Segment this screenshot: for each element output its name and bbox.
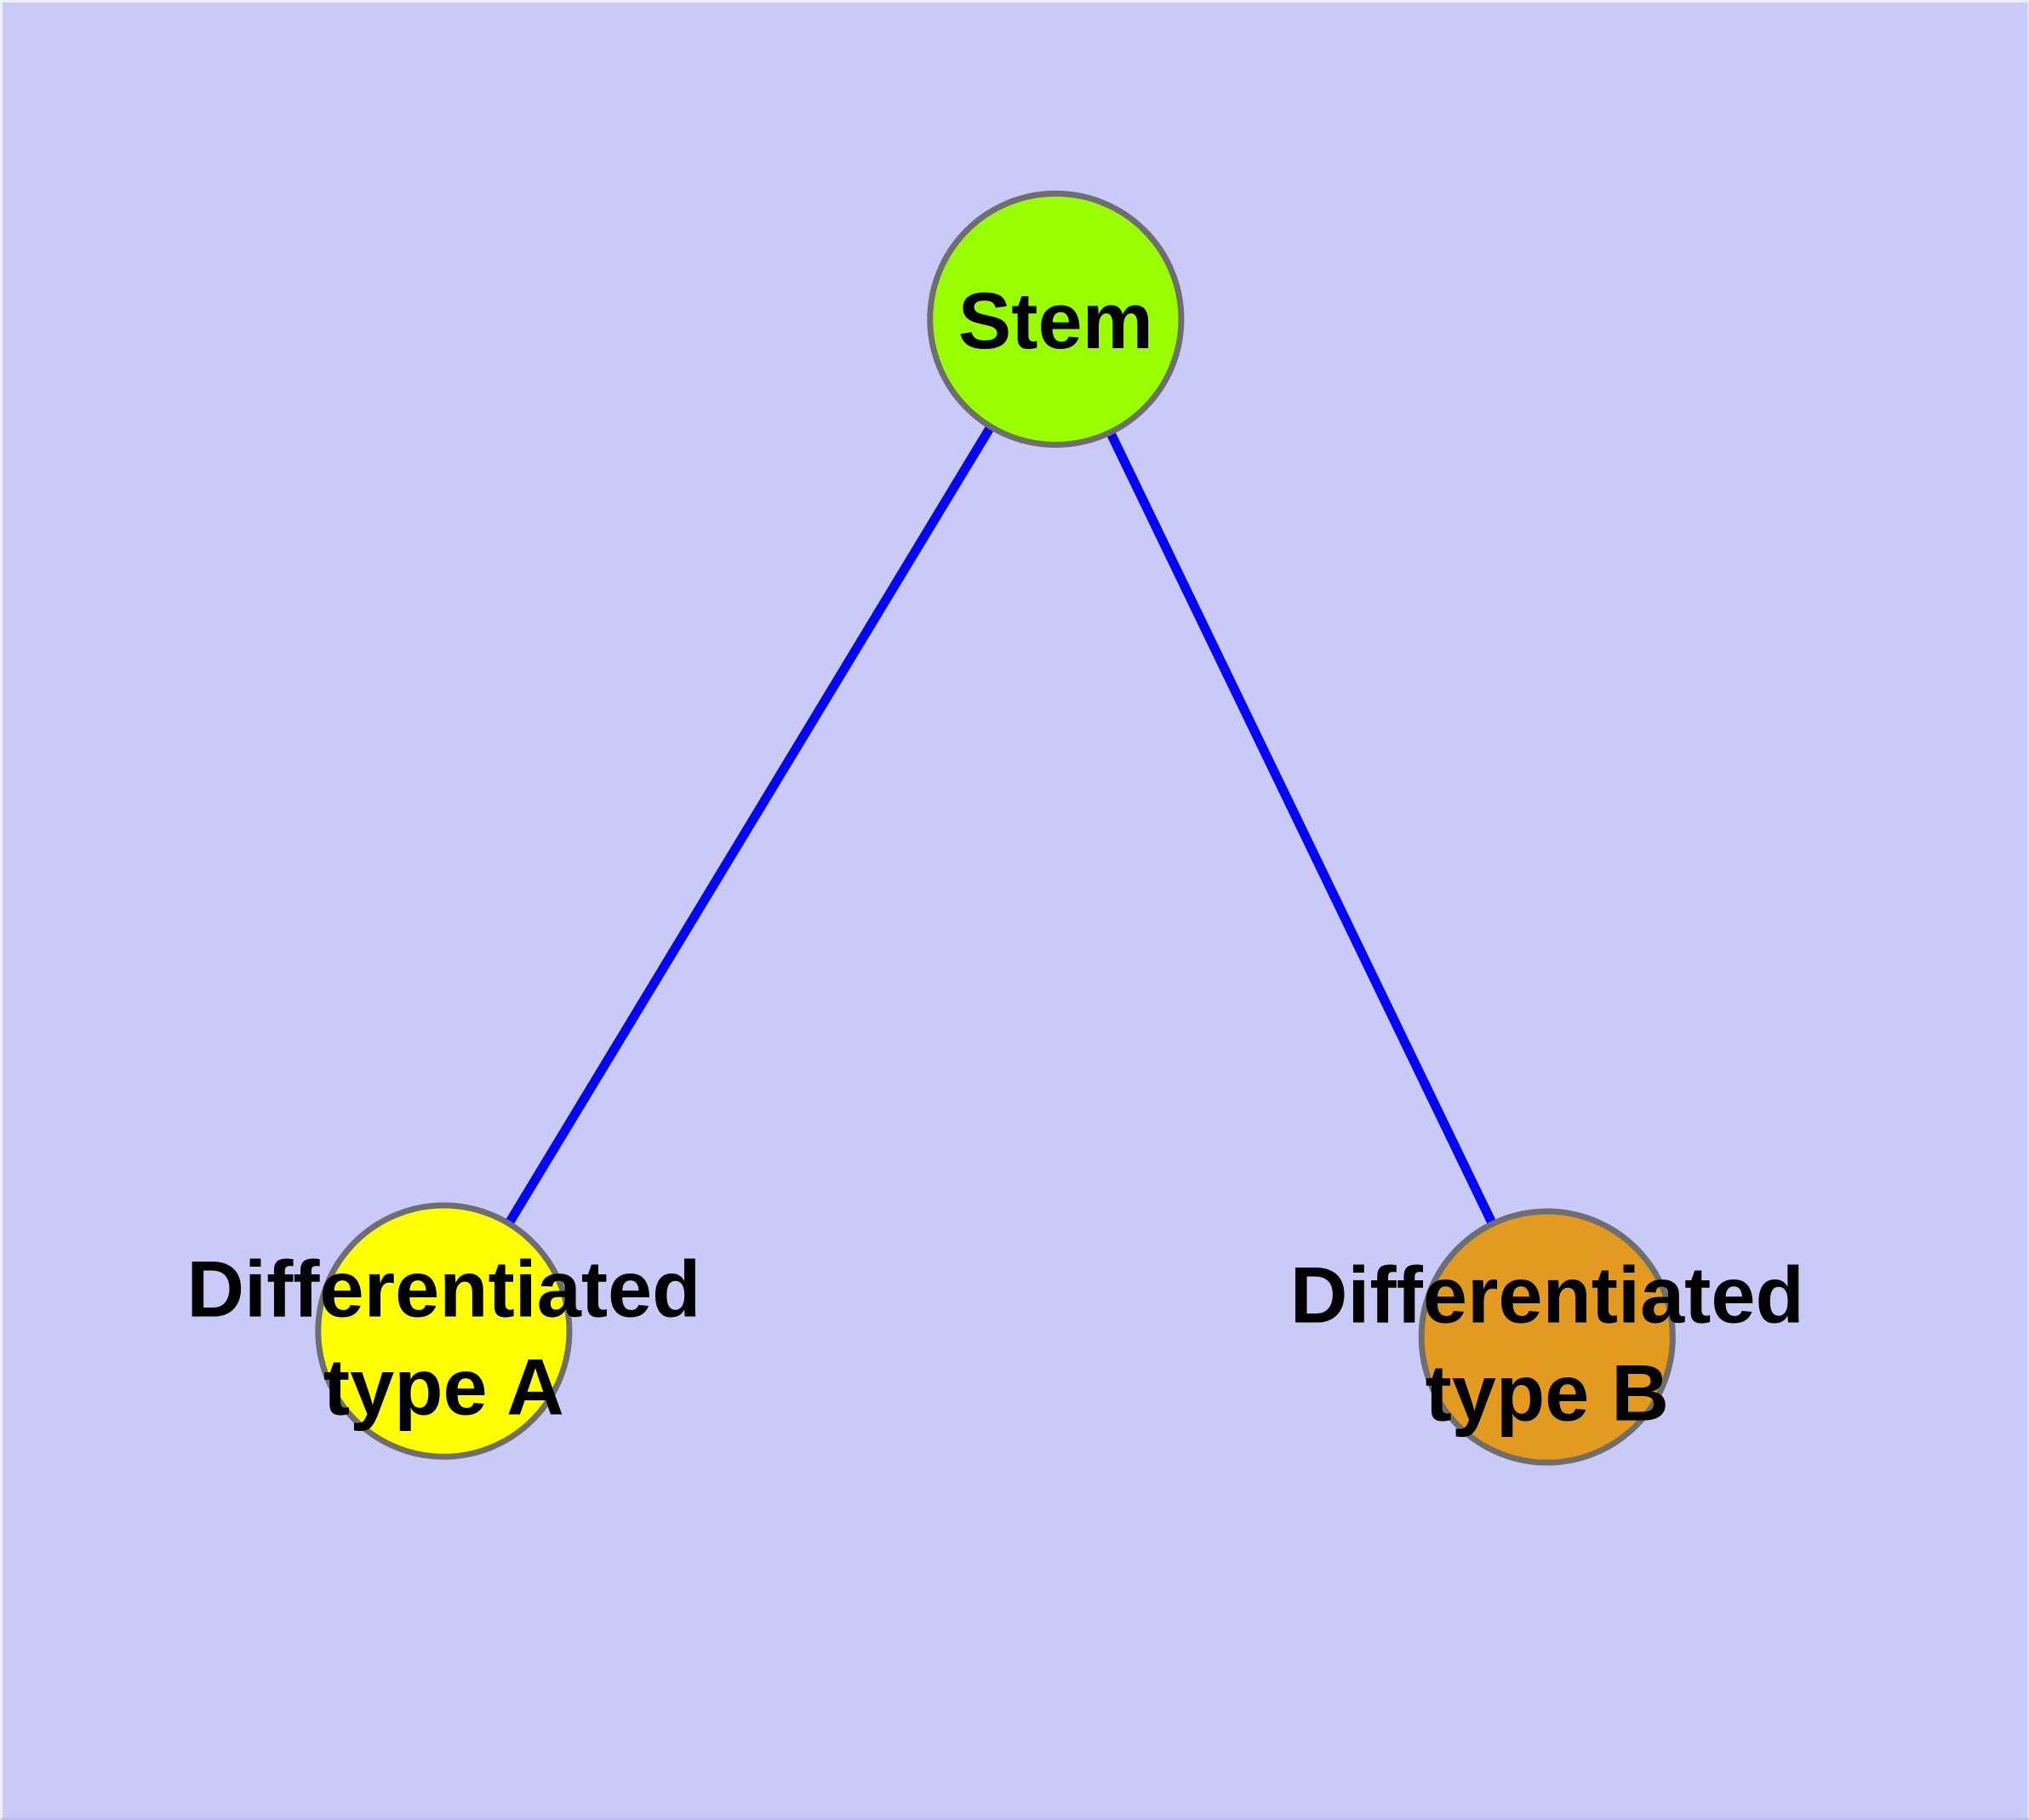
node-type-b-label-line2: type B [1426, 1348, 1669, 1437]
node-type-a-label-line2: type A [323, 1342, 564, 1431]
node-type-a-label-line1: Differentiated [186, 1245, 700, 1334]
edge-stem-to-type-a [439, 317, 1060, 1334]
node-type-a-circle [315, 1202, 573, 1460]
node-stem-circle [927, 190, 1185, 449]
node-type-b-circle [1418, 1208, 1676, 1466]
edge-stem-to-type-b [1051, 317, 1552, 1339]
node-stem-label: Stem [958, 276, 1153, 365]
graph-svg: Stem Differentiated type A Differentiate… [3, 3, 2027, 1817]
node-type-b-label-line1: Differentiated [1290, 1251, 1804, 1340]
